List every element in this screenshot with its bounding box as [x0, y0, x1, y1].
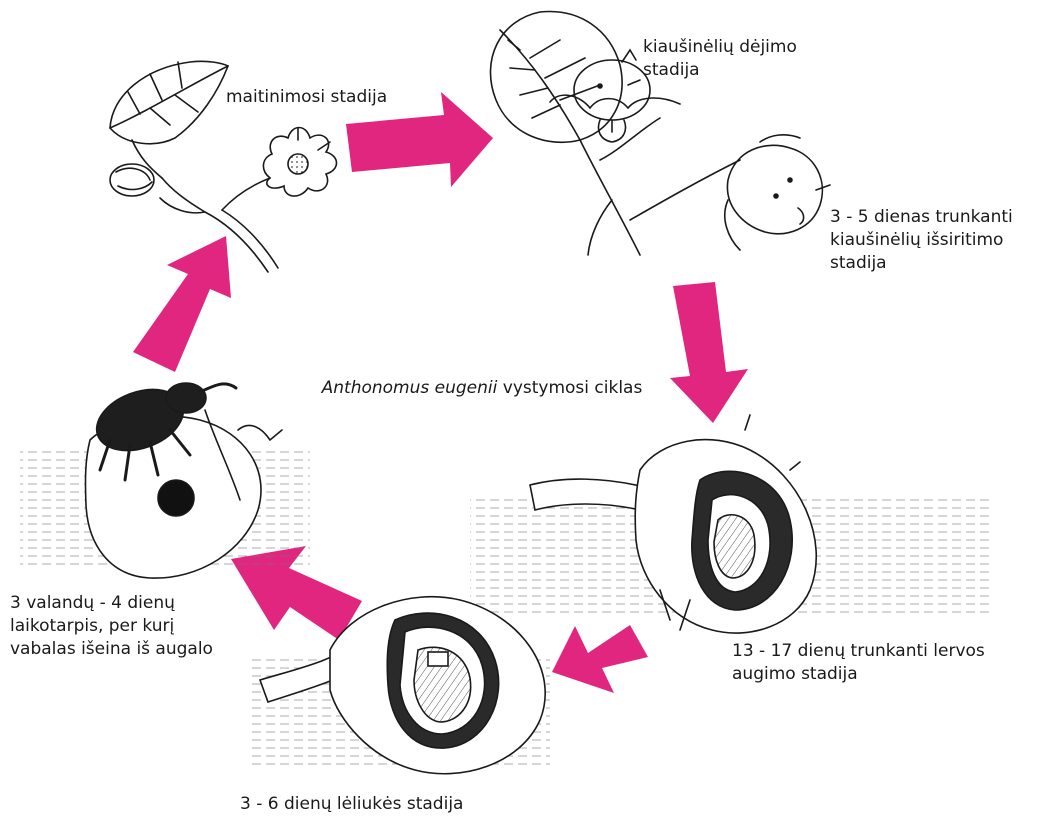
diagram-title: Anthonomus eugenii vystymosi ciklas — [300, 354, 642, 423]
label-hatching-stage: 3 - 5 dienas trunkanti kiaušinėlių išsir… — [830, 206, 1013, 275]
adult-weevil-illustration — [20, 378, 310, 578]
arrow-hatching-to-larva — [670, 282, 748, 423]
arrow-larva-to-pupa — [552, 625, 648, 693]
label-feeding-stage: maitinimosi stadija — [226, 86, 387, 109]
pupa-pepper-illustration — [250, 597, 550, 774]
title-rest: vystymosi ciklas — [497, 378, 642, 398]
label-emergence-stage: 3 valandų - 4 dienų laikotarpis, per kur… — [10, 592, 213, 661]
label-larva-stage: 13 - 17 dienų trunkanti lervos augimo st… — [732, 640, 985, 686]
title-species: Anthonomus eugenii — [322, 378, 498, 398]
label-egg-laying-stage: kiaušinėlių dėjimo stadija — [643, 36, 797, 82]
larva-pepper-illustration — [470, 415, 990, 633]
arrow-emergence-to-feeding — [133, 236, 231, 372]
label-pupa-stage: 3 - 6 dienų lėliukės stadija — [240, 793, 463, 816]
